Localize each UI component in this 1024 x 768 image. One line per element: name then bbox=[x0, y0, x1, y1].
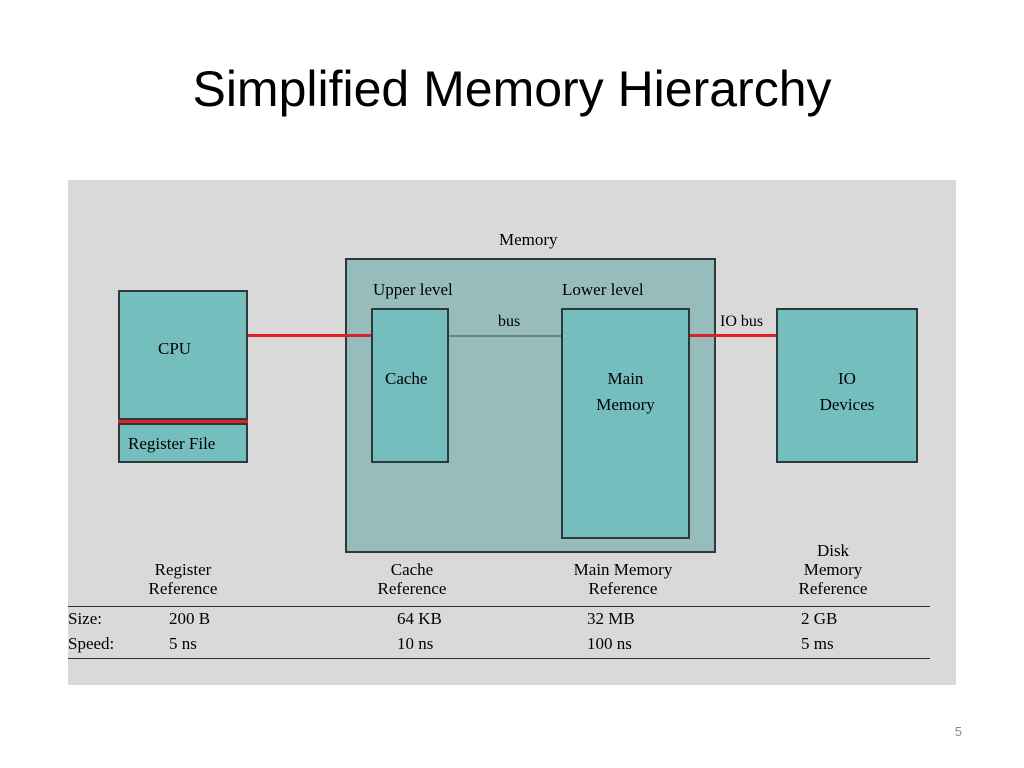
size-register: 200 B bbox=[169, 609, 211, 628]
speed-row-label: Speed: bbox=[68, 634, 115, 653]
cache-reference-header: Cache Reference bbox=[377, 560, 447, 598]
io-devices-label-line1: IO bbox=[838, 369, 856, 388]
memory-label: Memory bbox=[499, 230, 558, 249]
speed-register: 5 ns bbox=[169, 634, 197, 653]
upper-level-label: Upper level bbox=[373, 280, 453, 299]
register-file-box: Register File bbox=[118, 423, 248, 463]
io-bus-label: IO bus bbox=[720, 313, 764, 330]
main-memory-box: Main Memory bbox=[561, 308, 690, 539]
bus-label: bus bbox=[498, 313, 521, 330]
size-disk: 2 GB bbox=[801, 609, 838, 628]
register-file-label: Register File bbox=[128, 434, 216, 453]
cache-box: Cache bbox=[371, 308, 449, 463]
table-bottom-rule bbox=[68, 658, 930, 659]
bus-wire bbox=[449, 335, 561, 337]
size-main-memory: 32 MB bbox=[587, 609, 635, 628]
cpu-register-divider bbox=[118, 420, 248, 423]
io-devices-label-line2: Devices bbox=[819, 395, 875, 414]
memory-hierarchy-diagram: Memory Upper level Lower level CPU Regis… bbox=[68, 180, 956, 685]
register-reference-header: Register Reference bbox=[148, 560, 218, 598]
disk-memory-reference-header: Disk Memory Reference bbox=[798, 541, 868, 598]
size-row-label: Size: bbox=[68, 609, 102, 628]
main-memory-label-line2: Memory bbox=[596, 395, 655, 414]
cpu-cache-wire bbox=[248, 334, 371, 337]
speed-disk: 5 ms bbox=[801, 634, 834, 653]
speed-main-memory: 100 ns bbox=[587, 634, 632, 653]
lower-level-label: Lower level bbox=[562, 280, 644, 299]
table-top-rule bbox=[68, 606, 930, 607]
io-bus-wire bbox=[690, 334, 776, 337]
slide-title: Simplified Memory Hierarchy bbox=[192, 61, 832, 117]
speed-cache: 10 ns bbox=[397, 634, 434, 653]
cpu-label: CPU bbox=[158, 339, 192, 358]
cache-label: Cache bbox=[385, 369, 428, 388]
io-devices-box: IO Devices bbox=[776, 308, 918, 463]
size-cache: 64 KB bbox=[397, 609, 442, 628]
main-memory-label-line1: Main bbox=[607, 369, 644, 388]
cpu-box: CPU bbox=[118, 290, 248, 420]
main-memory-reference-header: Main Memory Reference bbox=[573, 560, 673, 598]
page-number: 5 bbox=[954, 724, 962, 739]
